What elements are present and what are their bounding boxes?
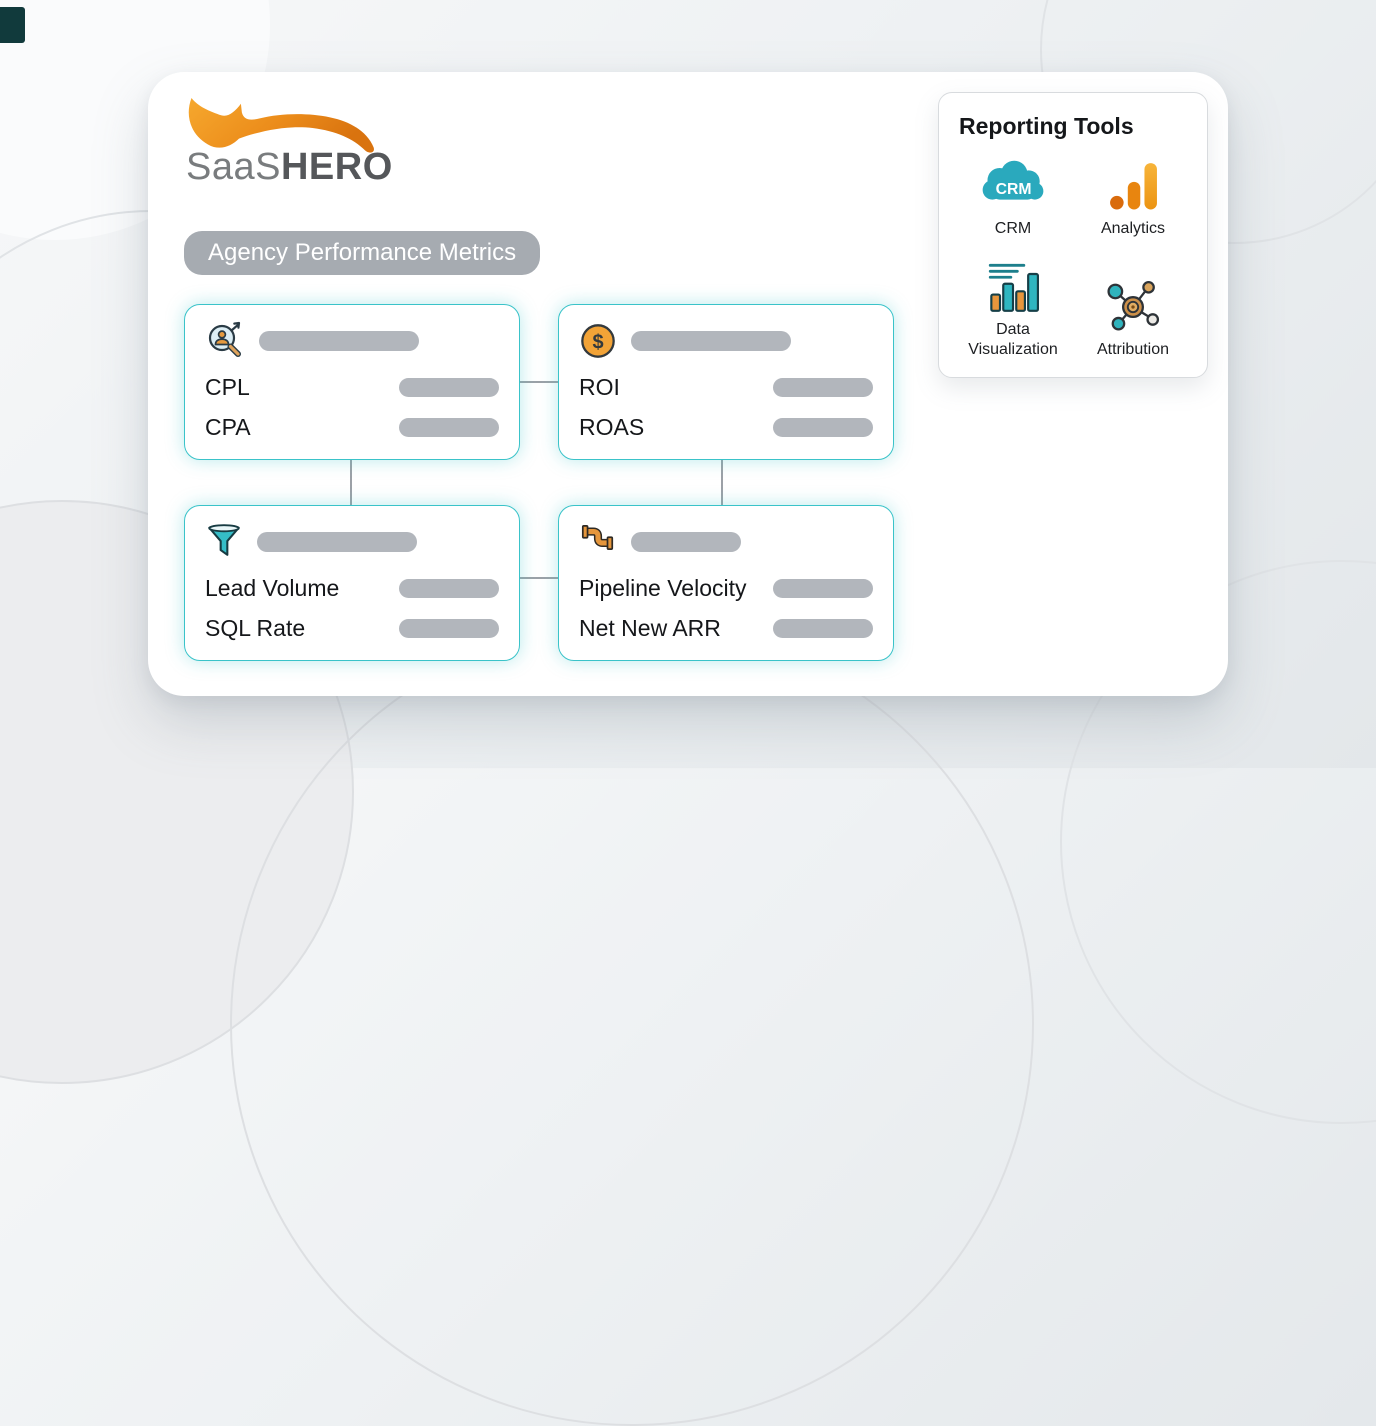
- tool-label: Analytics: [1100, 220, 1166, 237]
- metric-card-pipeline: Pipeline Velocity Net New ARR: [558, 505, 894, 661]
- logo-text-hero: HERO: [280, 146, 393, 188]
- funnel-icon: [208, 524, 240, 556]
- placeholder-bar: [259, 331, 419, 351]
- tool-label: Attribution: [1096, 341, 1170, 358]
- svg-text:$: $: [592, 332, 603, 354]
- placeholder-bar: [399, 417, 499, 437]
- placeholder-bar: [773, 578, 873, 598]
- metric-row: CPL: [205, 372, 499, 402]
- placeholder-bar: [631, 532, 741, 552]
- corner-mark: [0, 7, 25, 43]
- card-header: [579, 521, 873, 563]
- main-panel: SaaSHERO Agency Performance Metrics CPL: [148, 72, 1228, 696]
- tool-attribution: Attribution: [1073, 257, 1193, 360]
- crm-cloud-icon: CRM: [982, 160, 1044, 200]
- metric-row: Pipeline Velocity: [579, 573, 873, 603]
- metric-row: Net New ARR: [579, 613, 873, 643]
- decorative-circle: [230, 622, 1034, 1426]
- metric-row: ROAS: [579, 412, 873, 442]
- metric-label: SQL Rate: [205, 614, 306, 641]
- connector-line: [520, 381, 558, 383]
- connector-line: [520, 577, 558, 579]
- placeholder-bar: [773, 618, 873, 638]
- logo-wordmark: SaaSHERO: [182, 148, 412, 186]
- attribution-network-icon: [1107, 280, 1160, 331]
- reporting-tools-title: Reporting Tools: [959, 113, 1134, 139]
- connector-line: [721, 459, 723, 507]
- metric-card-cost: CPL CPA: [184, 304, 520, 460]
- tool-analytics: Analytics: [1073, 156, 1193, 239]
- data-visualization-icon: [988, 263, 1039, 312]
- tool-crm: CRM CRM: [953, 156, 1073, 239]
- tool-data-visualization: Data Visualization: [953, 257, 1073, 360]
- metric-label: CPL: [205, 373, 250, 400]
- metric-card-return: $ ROI ROAS: [558, 304, 894, 460]
- logo-text-saas: SaaS: [186, 146, 281, 188]
- placeholder-bar: [257, 532, 417, 552]
- placeholder-bar: [631, 331, 791, 351]
- card-header: $: [579, 320, 873, 362]
- dollar-icon: $: [581, 324, 615, 358]
- metric-label: Pipeline Velocity: [579, 574, 747, 601]
- logo: SaaSHERO: [182, 96, 412, 186]
- metric-label: CPA: [205, 413, 251, 440]
- placeholder-bar: [399, 618, 499, 638]
- placeholder-bar: [399, 578, 499, 598]
- placeholder-bar: [773, 417, 873, 437]
- lead-search-icon: [208, 321, 241, 357]
- reporting-tools-panel: Reporting Tools CRM: [938, 92, 1208, 378]
- metric-row: SQL Rate: [205, 613, 499, 643]
- metric-label: Net New ARR: [579, 614, 721, 641]
- metric-card-funnel: Lead Volume SQL Rate: [184, 505, 520, 661]
- metric-label: ROI: [579, 373, 620, 400]
- page-title: Agency Performance Metrics: [184, 231, 540, 275]
- tool-label: CRM: [994, 220, 1032, 237]
- metric-label: ROAS: [579, 413, 645, 440]
- card-header: [205, 320, 499, 362]
- metric-row: ROI: [579, 372, 873, 402]
- connector-line: [350, 459, 352, 507]
- pipeline-icon: [581, 524, 614, 550]
- placeholder-bar: [773, 377, 873, 397]
- tool-label: Data Visualization: [968, 321, 1058, 358]
- metric-row: Lead Volume: [205, 573, 499, 603]
- tools-grid: CRM CRM: [953, 156, 1193, 360]
- analytics-bars-icon: [1110, 163, 1157, 210]
- crm-badge-text: CRM: [996, 181, 1032, 198]
- card-header: [205, 521, 499, 563]
- metric-row: CPA: [205, 412, 499, 442]
- placeholder-bar: [399, 377, 499, 397]
- metric-label: Lead Volume: [205, 574, 340, 601]
